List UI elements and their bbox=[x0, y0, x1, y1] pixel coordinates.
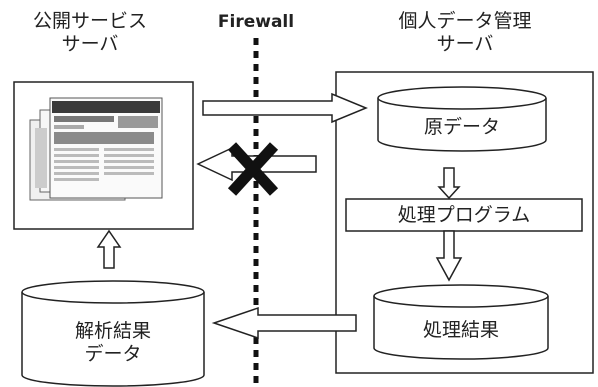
processing-program-box bbox=[345, 198, 583, 232]
arrow-to-processing-result bbox=[435, 230, 463, 282]
processing-result-label: 処理結果 bbox=[422, 319, 499, 341]
arrow-to-processing-program bbox=[437, 167, 461, 200]
personal-server-label: 個人データ管理 サーバ bbox=[398, 10, 532, 55]
x-cross-icon bbox=[227, 142, 279, 196]
processing-result-cylinder bbox=[373, 284, 549, 360]
web-page-screenshot-icon bbox=[29, 97, 163, 201]
processing-program-label: 処理プログラム bbox=[397, 204, 531, 226]
public-server-label: 公開サービス サーバ bbox=[32, 10, 147, 55]
analysis-result-cylinder bbox=[21, 280, 205, 387]
raw-data-label: 原データ bbox=[423, 116, 500, 138]
arrow-to-analysis-result bbox=[211, 306, 357, 340]
arrow-to-public-server bbox=[96, 229, 122, 269]
analysis-result-label: 解析結果 データ bbox=[74, 320, 151, 365]
raw-data-cylinder bbox=[377, 86, 547, 152]
firewall-label: Firewall bbox=[217, 12, 295, 32]
arrow-to-raw-data bbox=[202, 92, 368, 124]
